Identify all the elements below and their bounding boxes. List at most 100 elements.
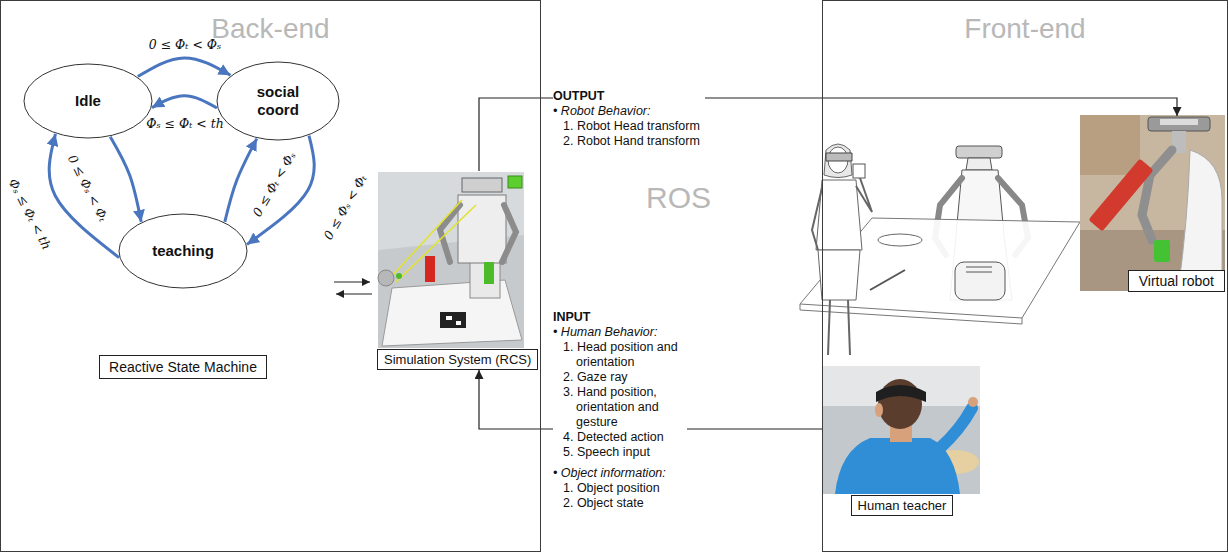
- toaster-sketch: [955, 262, 1005, 300]
- simulation-screenshot: [502, 205, 516, 262]
- list-item: 2. Gaze ray: [563, 370, 687, 385]
- node-label: Reactive State Machine: [109, 359, 257, 375]
- virtual-robot-photo: [1154, 240, 1170, 262]
- text-block: OUTPUT• Robot Behavior:1. Robot Head tra…: [553, 89, 705, 149]
- flow-arrows: [334, 282, 372, 294]
- woman-sketch: [812, 188, 822, 250]
- virtual-robot-photo: [1080, 115, 1140, 175]
- toaster-sketch: [955, 262, 1005, 300]
- list-item: 1. Object position: [563, 481, 687, 496]
- virtual-robot-photo: [1088, 159, 1153, 232]
- state-ellipse: social coord: [216, 61, 340, 141]
- simulation-screenshot: [462, 178, 502, 192]
- list-item: 5. Speech input: [563, 445, 687, 460]
- teacher-photo: [875, 403, 883, 417]
- simulation-screenshot: [378, 172, 524, 348]
- node-label: Human teacher: [851, 495, 954, 516]
- section-heading: OUTPUT: [553, 89, 705, 104]
- data-flow-arrow: [479, 98, 1177, 171]
- woman-sketch: [853, 164, 865, 178]
- simulation-screenshot: [470, 258, 500, 298]
- image-node: Virtual robot: [1080, 116, 1225, 292]
- section-heading: INPUT: [553, 310, 687, 325]
- panel-frame: Back-endIdlesocial coordteachingReactive…: [0, 0, 541, 552]
- simulation-screenshot: [446, 316, 452, 320]
- panel-frame: Front-endVirtual robotHuman teacher: [822, 0, 1228, 552]
- simulation-screenshot: [458, 195, 506, 263]
- simulation-screenshot: [392, 200, 462, 276]
- table-sketch: [800, 304, 1022, 324]
- woman-sketch: [828, 300, 830, 355]
- flow-arrows: [336, 293, 372, 294]
- condition-label: 0 ≤ Φₜ < Φₛ: [149, 37, 222, 52]
- condition-label: 0 ≤ Φₛ < Φₜ: [320, 172, 369, 242]
- simulation-screenshot: [378, 270, 394, 286]
- node-label: Idle: [75, 92, 101, 110]
- text-block: INPUT• Human Behavior:1. Head position a…: [553, 310, 687, 511]
- woman-sketch: [826, 153, 852, 161]
- teacher-photo: [876, 385, 926, 402]
- caption-box: Reactive State Machine: [99, 355, 267, 379]
- panel-heading: Front-end: [823, 1, 1227, 45]
- simulation-screenshot: [508, 176, 522, 188]
- robot-sketch: [956, 146, 1002, 158]
- list-item: 1. Robot Head transform: [563, 119, 705, 134]
- state-ellipse: Idle: [23, 63, 153, 139]
- simulation-screenshot: [382, 280, 522, 346]
- image-node: Simulation System (RCS): [376, 171, 539, 370]
- node-label: social coord: [247, 83, 309, 119]
- teacher-photo: [940, 408, 972, 448]
- woman-sketch: [856, 178, 872, 212]
- ellipse-outline: [24, 64, 152, 138]
- transition-arrow: [152, 96, 217, 108]
- text-block: ROS: [646, 180, 736, 216]
- woman-sketch: [818, 250, 860, 300]
- simulation-screenshot: [378, 172, 524, 348]
- toaster-sketch: [966, 272, 992, 273]
- teacher-photo: [822, 366, 980, 494]
- transition-arrow: [49, 134, 119, 258]
- teacher-photo: [822, 366, 980, 494]
- list-item: 2. Object state: [563, 496, 687, 511]
- list-item: • Human Behavior:: [553, 325, 687, 340]
- woman-sketch: [848, 300, 850, 355]
- node-label: Simulation System (RCS): [377, 349, 538, 370]
- transition-arrow: [138, 58, 231, 77]
- robot-sketch: [966, 158, 992, 170]
- virtual-robot-photo: [1080, 115, 1225, 291]
- virtual-robot-photo: [1080, 115, 1225, 291]
- condition-label: 0 ≤ Φₜ < Φₛ: [249, 149, 298, 219]
- simulation-screenshot: [396, 273, 402, 279]
- transition-arrow: [110, 137, 141, 222]
- list-item: 2. Robot Hand transform: [563, 134, 705, 149]
- list-item: 4. Detected action: [563, 430, 687, 445]
- condition-label: 0 ≤ Φₛ < Φₜ: [65, 152, 111, 223]
- flow-arrows: [334, 281, 370, 282]
- virtual-robot-photo: [1148, 117, 1210, 131]
- node-label: Virtual robot: [1128, 270, 1225, 292]
- table-sketch: [878, 234, 922, 246]
- simulation-screenshot: [396, 205, 476, 282]
- transition-arrow: [247, 136, 314, 245]
- toaster-sketch: [966, 267, 992, 268]
- image-area: [453, 171, 463, 349]
- list-item: 1. Head position and orientation: [563, 340, 687, 370]
- woman-sketch: [812, 144, 872, 355]
- list-item: • Object information:: [553, 466, 687, 481]
- panel-heading: Back-end: [1, 1, 540, 45]
- woman-sketch: [824, 144, 852, 178]
- simulation-screenshot: [425, 256, 435, 282]
- ellipse-outline: [119, 214, 247, 288]
- list-item: • Robot Behavior:: [553, 104, 705, 119]
- list-item: 3. Hand position, orientation and gestur…: [563, 385, 687, 430]
- condition-label: Φₛ ≤ Φₜ < th: [146, 116, 224, 131]
- middleware-label: ROS: [646, 180, 736, 216]
- image-area: [897, 367, 907, 495]
- virtual-robot-photo: [1142, 150, 1172, 240]
- simulation-screenshot: [440, 312, 466, 328]
- image-node: Human teacher: [823, 367, 981, 516]
- teacher-photo: [968, 397, 978, 407]
- table-sketch: [870, 270, 905, 290]
- ellipse-outline: [217, 62, 339, 140]
